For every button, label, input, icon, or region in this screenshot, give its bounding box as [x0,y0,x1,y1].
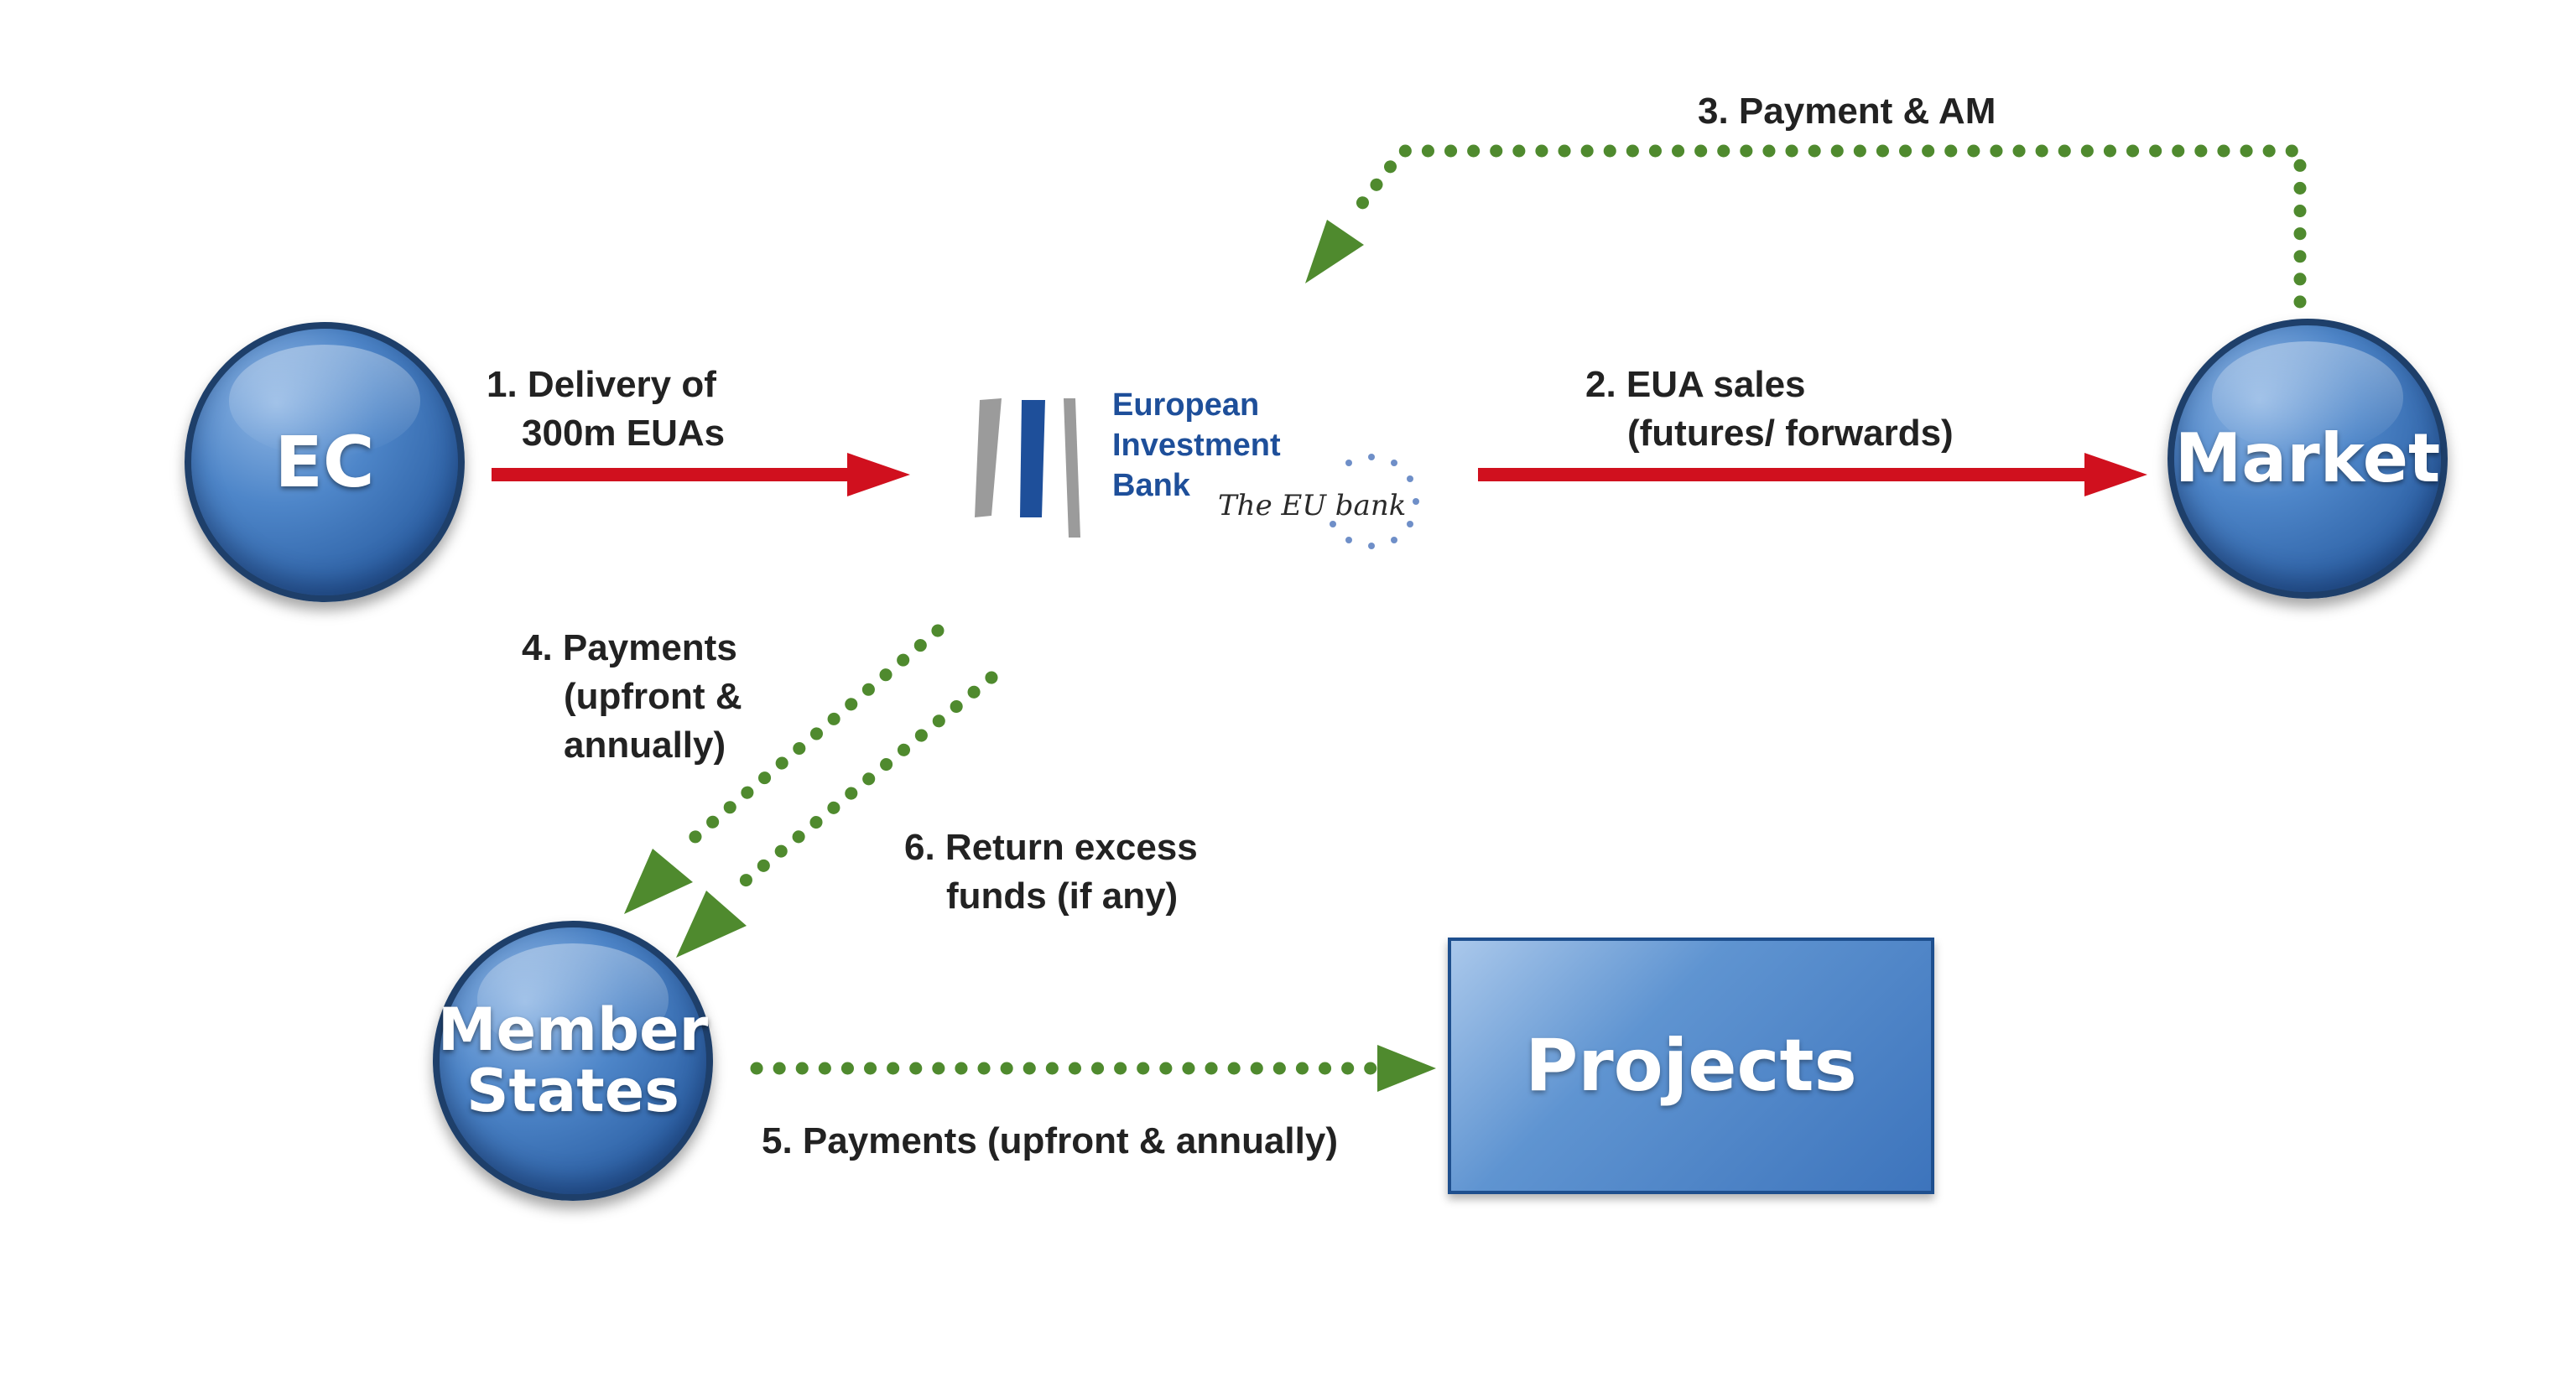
eu-stars-icon [1330,454,1419,549]
arrow-eua-sales [1478,453,2147,496]
label-delivery: 1. Delivery of 300m EUAs [487,361,725,458]
arrow-delivery-euas [492,453,910,496]
label-eua-sales: 2. EUA sales (futures/ forwards) [1585,361,1954,458]
label-eua-sales-line1: 2. EUA sales [1585,364,1806,405]
label-return-excess: 6. Return excess funds (if any) [904,823,1198,921]
label-delivery-line2: 300m EUAs [522,413,726,454]
label-payments-4: 4. Payments (upfront & annually) [522,624,742,770]
label-payments-4-line2: (upfront & [564,676,742,717]
node-projects-label: Projects [1525,1024,1857,1108]
label-payment-am: 3. Payment & AM [1698,91,1996,132]
node-ec: EC [185,322,465,602]
eib-logo-mark-icon [975,398,1080,538]
logo-line-investment: Investment [1112,428,1281,463]
eib-logo: European Investment Bank The EU bank [965,382,1443,562]
logo-line-european: European [1112,387,1260,423]
member-states-line1: Member [437,995,709,1064]
arrow-return-excess-funds [676,671,998,958]
label-delivery-line1: 1. Delivery of [487,364,716,405]
label-eua-sales-line2: (futures/ forwards) [1627,413,1954,454]
arrow-payments-to-projects [750,1045,1436,1092]
member-states-line2: States [466,1057,679,1125]
node-member-states: Member States [433,921,713,1201]
logo-tagline: The EU bank [1218,489,1407,522]
node-market-label: Market [2174,419,2441,497]
node-projects: Projects [1448,938,1934,1194]
node-market: Market [2167,319,2448,599]
label-return-excess-line2: funds (if any) [946,875,1179,917]
label-payments-4-line1: 4. Payments [522,627,737,668]
arrow-payment-am [1305,144,2307,309]
label-payments-4-line3: annually) [564,725,726,766]
arrow-payments-upfront-annually [624,624,945,914]
label-return-excess-line1: 6. Return excess [904,827,1198,868]
label-payments-5: 5. Payments (upfront & annually) [762,1120,1338,1161]
node-ec-label: EC [274,420,375,503]
node-member-states-label: Member States [438,999,708,1125]
logo-line-bank: Bank [1112,468,1190,503]
